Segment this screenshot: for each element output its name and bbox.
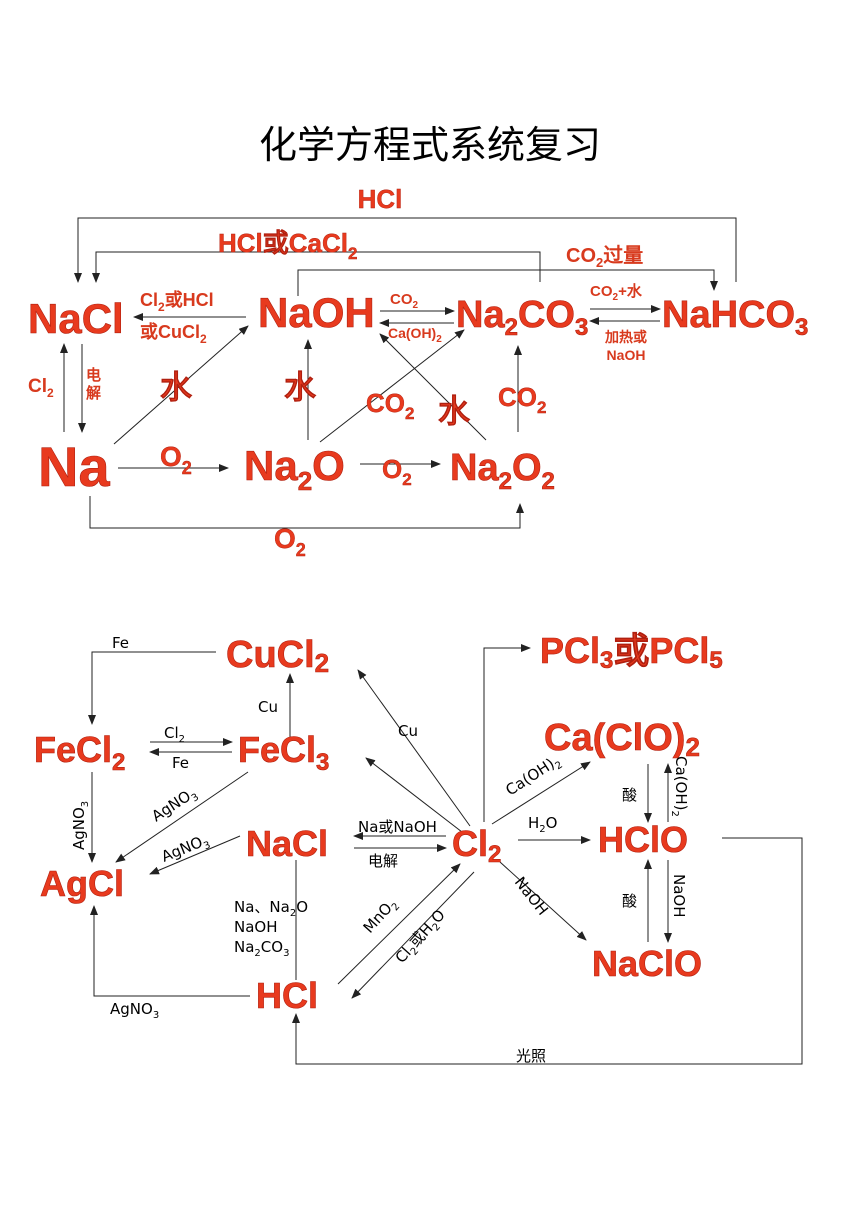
node-caclo2: Ca(ClO)2 [544,717,700,762]
node-na2o2: Na2O2 [450,447,555,495]
label-water-3: 水 [438,393,471,429]
arrow-fecl3-to-agcl [115,771,249,863]
label-naoh-diag: NaOH [511,873,552,918]
label-h2o: H2O [528,814,557,835]
arrow-na2o2-to-naoh [379,333,487,441]
label-agno3-diag-2: AgNO3 [159,831,212,869]
node-na2co3: Na2CO3 [456,294,588,341]
label-naoh-vertical: NaOH [670,874,688,918]
label-cl2-or-hcl: Cl2或HCl [140,289,214,314]
label-agno3-bottom: AgNO3 [110,1000,159,1021]
node-na: Na [38,435,110,498]
label-water-2: 水 [284,369,317,405]
label-na2co3-list: Na2CO3 [234,938,289,959]
chlorine-diagram: CuCl2 PCl3或PCl5 FeCl2 FeCl3 Ca(ClO)2 NaC… [34,630,803,1065]
label-agno3-vertical: AgNO3 [70,801,91,850]
label-fe-small: Fe [172,754,189,772]
node-naclo: NaClO [592,943,702,984]
arrow-na-to-na2o2 [89,496,524,529]
arrow-nahco3-to-nacl [74,217,737,283]
label-co2-water: CO2+水 [590,282,643,303]
label-electrolysis: 电解 [368,852,398,870]
label-mno2: MnO2 [360,894,403,938]
arrow-hcl-to-agcl [90,905,250,997]
node-agcl: AgCl [40,863,124,904]
label-naoh-list: NaOH [234,918,278,936]
arrow-cl2-to-cucl2 [357,669,471,827]
node-hcl: HCl [256,975,318,1016]
label-co2-right: CO2 [498,382,546,417]
label-acid-1: 酸 [622,786,637,804]
label-fe-top: Fe [112,634,129,652]
label-na-or-naoh: Na或NaOH [358,818,437,836]
arrow-cl2-to-naclo [499,861,587,941]
arrow-cl2-to-fecl3 [365,757,463,833]
label-light: 光照 [516,1047,546,1065]
label-o2-2: O2 [382,454,412,489]
node-nacl: NaCl [28,295,124,342]
label-co2-excess: CO2过量 [566,244,643,270]
node-cl2: Cl2 [452,823,501,868]
arrow-naoh-to-nahco3 [297,269,718,296]
node-nahco3: NaHCO3 [662,294,808,341]
arrow-na2o-to-na2co3 [319,329,465,443]
arrow-nacl-to-agcl [149,835,241,875]
label-cl2-left: Cl2 [28,376,54,400]
node-naoh: NaOH [258,289,375,336]
node-hclo: HClO [598,819,688,860]
label-cu-diag: Cu [398,722,418,740]
arrow-na-to-naoh [113,325,249,445]
sodium-diagram: NaCl NaOH Na2CO3 NaHCO3 Na Na2O Na2O2 HC… [28,184,809,560]
label-o2-bottom: O2 [274,523,306,560]
label-heat-or: 加热或 [604,329,647,345]
label-water-1: 水 [160,369,193,405]
label-naoh-small: NaOH [607,347,646,363]
label-dian: 电 [86,366,101,384]
node-fecl3: FeCl3 [238,729,329,776]
label-na-na2o: Na、Na2O [234,898,308,919]
label-caoh2-vertical: Ca(OH)2 [669,756,690,817]
arrow-cl2-to-caclo2 [491,761,591,825]
arrow-hcl-to-cl2 [337,863,461,985]
label-jie: 解 [86,384,101,402]
node-fecl2: FeCl2 [34,729,125,776]
label-acid-2: 酸 [622,892,637,910]
node-cucl2: CuCl2 [226,634,329,678]
label-hcl-or-cacl2: HCl或CaCl2 [218,228,357,263]
label-o2-1: O2 [160,441,192,478]
label-cl2-small: Cl2 [164,724,185,745]
label-or-cucl2: 或CuCl2 [140,321,207,346]
label-agno3-diag-1: AgNO3 [148,783,201,827]
node-na2o: Na2O [244,442,345,496]
page-title: 化学方程式系统复习 [259,123,601,167]
label-cu-left: Cu [258,698,278,716]
arrow-cl2-to-pcl [483,644,531,822]
chlorine-arrows [88,644,803,1065]
label-co2-mid: CO2 [366,388,414,423]
arrow-hclo-to-hcl [292,837,803,1065]
label-co2-naoh: CO2 [390,291,419,311]
sodium-arrows [60,217,737,529]
node-pcl: PCl3或PCl5 [540,630,723,674]
arrow-na2co3-to-nacl [92,251,541,283]
label-caoh2: Ca(OH)2 [388,325,442,345]
arrow-cucl2-to-fecl2 [88,651,216,725]
arrow-cl2-to-hcl [351,871,475,999]
node-nacl-cl: NaCl [246,823,328,864]
label-cl2-or-h2o: Cl2或H2O [392,906,451,969]
label-hcl-top: HCl [358,184,403,214]
